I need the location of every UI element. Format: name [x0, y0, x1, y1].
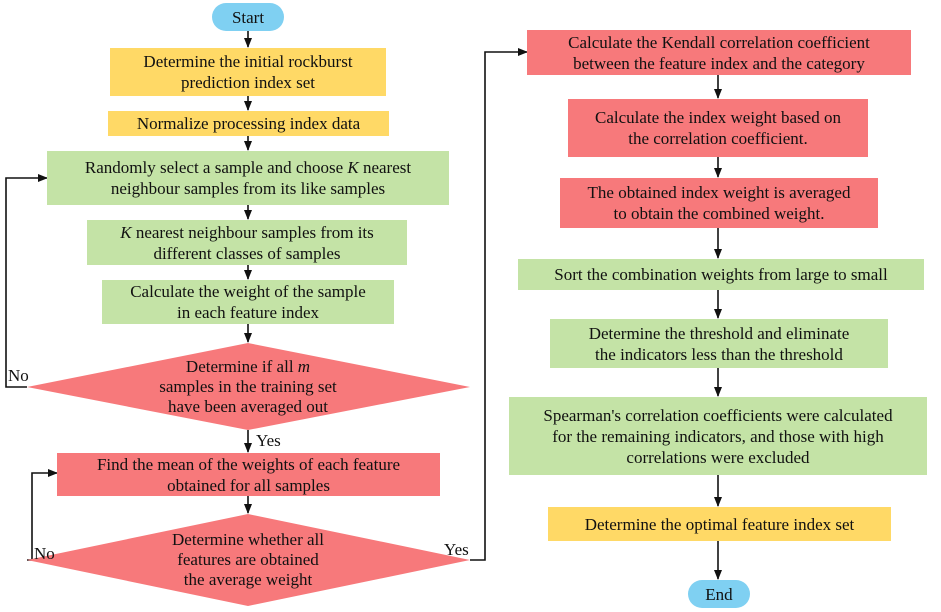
variable-m: m	[297, 357, 311, 376]
edge-label-no-2: No	[34, 544, 55, 563]
decision-all-m-line2: samples in the training set	[159, 377, 337, 396]
process-find-mean-line2: obtained for all samples	[167, 475, 330, 495]
edge-label-yes-2: Yes	[444, 540, 469, 559]
variable-k: K	[347, 158, 359, 177]
process-spearman-line1: Spearman's correlation coefficients were…	[543, 405, 893, 425]
variable-k: K	[120, 222, 132, 242]
process-kendall-line2: between the feature index and the catego…	[573, 53, 865, 73]
process-k-nearest: K nearest neighbour samples from its dif…	[87, 220, 407, 265]
decision-all-features-line2: features are obtained	[177, 550, 319, 569]
decision-diamond-1	[27, 343, 470, 430]
process-find-mean: Find the mean of the weights of each fea…	[57, 453, 440, 496]
process-spearman: Spearman's correlation coefficients were…	[509, 397, 927, 475]
process-sort: Sort the combination weights from large …	[518, 259, 924, 290]
start-label: Start	[231, 7, 265, 27]
process-randomly-select-line2: neighbour samples from its like samples	[110, 179, 386, 198]
edge-label-no-1: No	[8, 366, 29, 385]
decision-all-features-text: Determine whether all features are obtai…	[140, 530, 356, 590]
process-optimal: Determine the optimal feature index set	[548, 507, 891, 541]
process-calc-weight-sample-line1: Calculate the weight of the sample	[130, 282, 366, 301]
decision-all-m-line1: Determine if all m	[185, 357, 311, 376]
process-k-nearest-line1: K nearest neighbour samples from its	[120, 222, 374, 242]
end-label: End	[705, 584, 733, 604]
process-averaged-line1: The obtained index weight is averaged	[587, 183, 851, 202]
process-index-weight-line2: the correlation coefficient.	[628, 129, 808, 148]
process-index-weight: Calculate the index weight based on the …	[568, 99, 868, 157]
decision-diamond-2	[27, 514, 470, 606]
process-sort-label: Sort the combination weights from large …	[554, 265, 888, 284]
end-terminal: End	[688, 580, 750, 608]
decision-all-features-line1: Determine whether all	[172, 530, 324, 549]
decision-all-features-line3: the average weight	[183, 570, 313, 589]
process-calc-weight-sample-line2: in each feature index	[176, 303, 320, 322]
process-determine-initial: Determine the initial rockburst predicti…	[110, 48, 386, 96]
decision-all-m-text: Determine if all m samples in the traini…	[120, 355, 376, 419]
process-spearman-line2: for the remaining indicators, and those …	[552, 426, 884, 446]
process-normalize: Normalize processing index data	[108, 111, 389, 136]
process-determine-initial-line2: prediction index set	[180, 73, 316, 92]
process-calc-weight-sample: Calculate the weight of the sample in ea…	[102, 280, 394, 324]
process-kendall: Calculate the Kendall correlation coeffi…	[527, 30, 911, 75]
process-randomly-select-line1: Randomly select a sample and choose K ne…	[84, 158, 412, 177]
process-threshold-line2: the indicators less than the threshold	[595, 344, 843, 364]
process-k-nearest-line2: different classes of samples	[153, 243, 341, 263]
process-determine-initial-line1: Determine the initial rockburst	[143, 52, 353, 71]
loop-no-1	[5, 174, 48, 388]
process-find-mean-line1: Find the mean of the weights of each fea…	[96, 454, 401, 474]
connector-yes-to-kendall	[470, 48, 528, 561]
process-optimal-label: Determine the optimal feature index set	[584, 514, 855, 534]
process-spearman-line3: correlations were excluded	[626, 447, 810, 467]
process-threshold-line1: Determine the threshold and eliminate	[588, 323, 850, 343]
process-kendall-line1: Calculate the Kendall correlation coeffi…	[568, 32, 870, 52]
process-normalize-label: Normalize processing index data	[136, 114, 361, 133]
decision-all-m-line3: have been averaged out	[168, 397, 328, 416]
start-terminal: Start	[212, 3, 284, 31]
process-randomly-select: Randomly select a sample and choose K ne…	[47, 151, 449, 205]
process-index-weight-line1: Calculate the index weight based on	[595, 108, 841, 127]
process-averaged-line2: to obtain the combined weight.	[613, 204, 825, 223]
process-threshold: Determine the threshold and eliminate th…	[550, 319, 888, 368]
edge-label-yes-1: Yes	[256, 431, 281, 450]
process-averaged: The obtained index weight is averaged to…	[560, 178, 878, 228]
